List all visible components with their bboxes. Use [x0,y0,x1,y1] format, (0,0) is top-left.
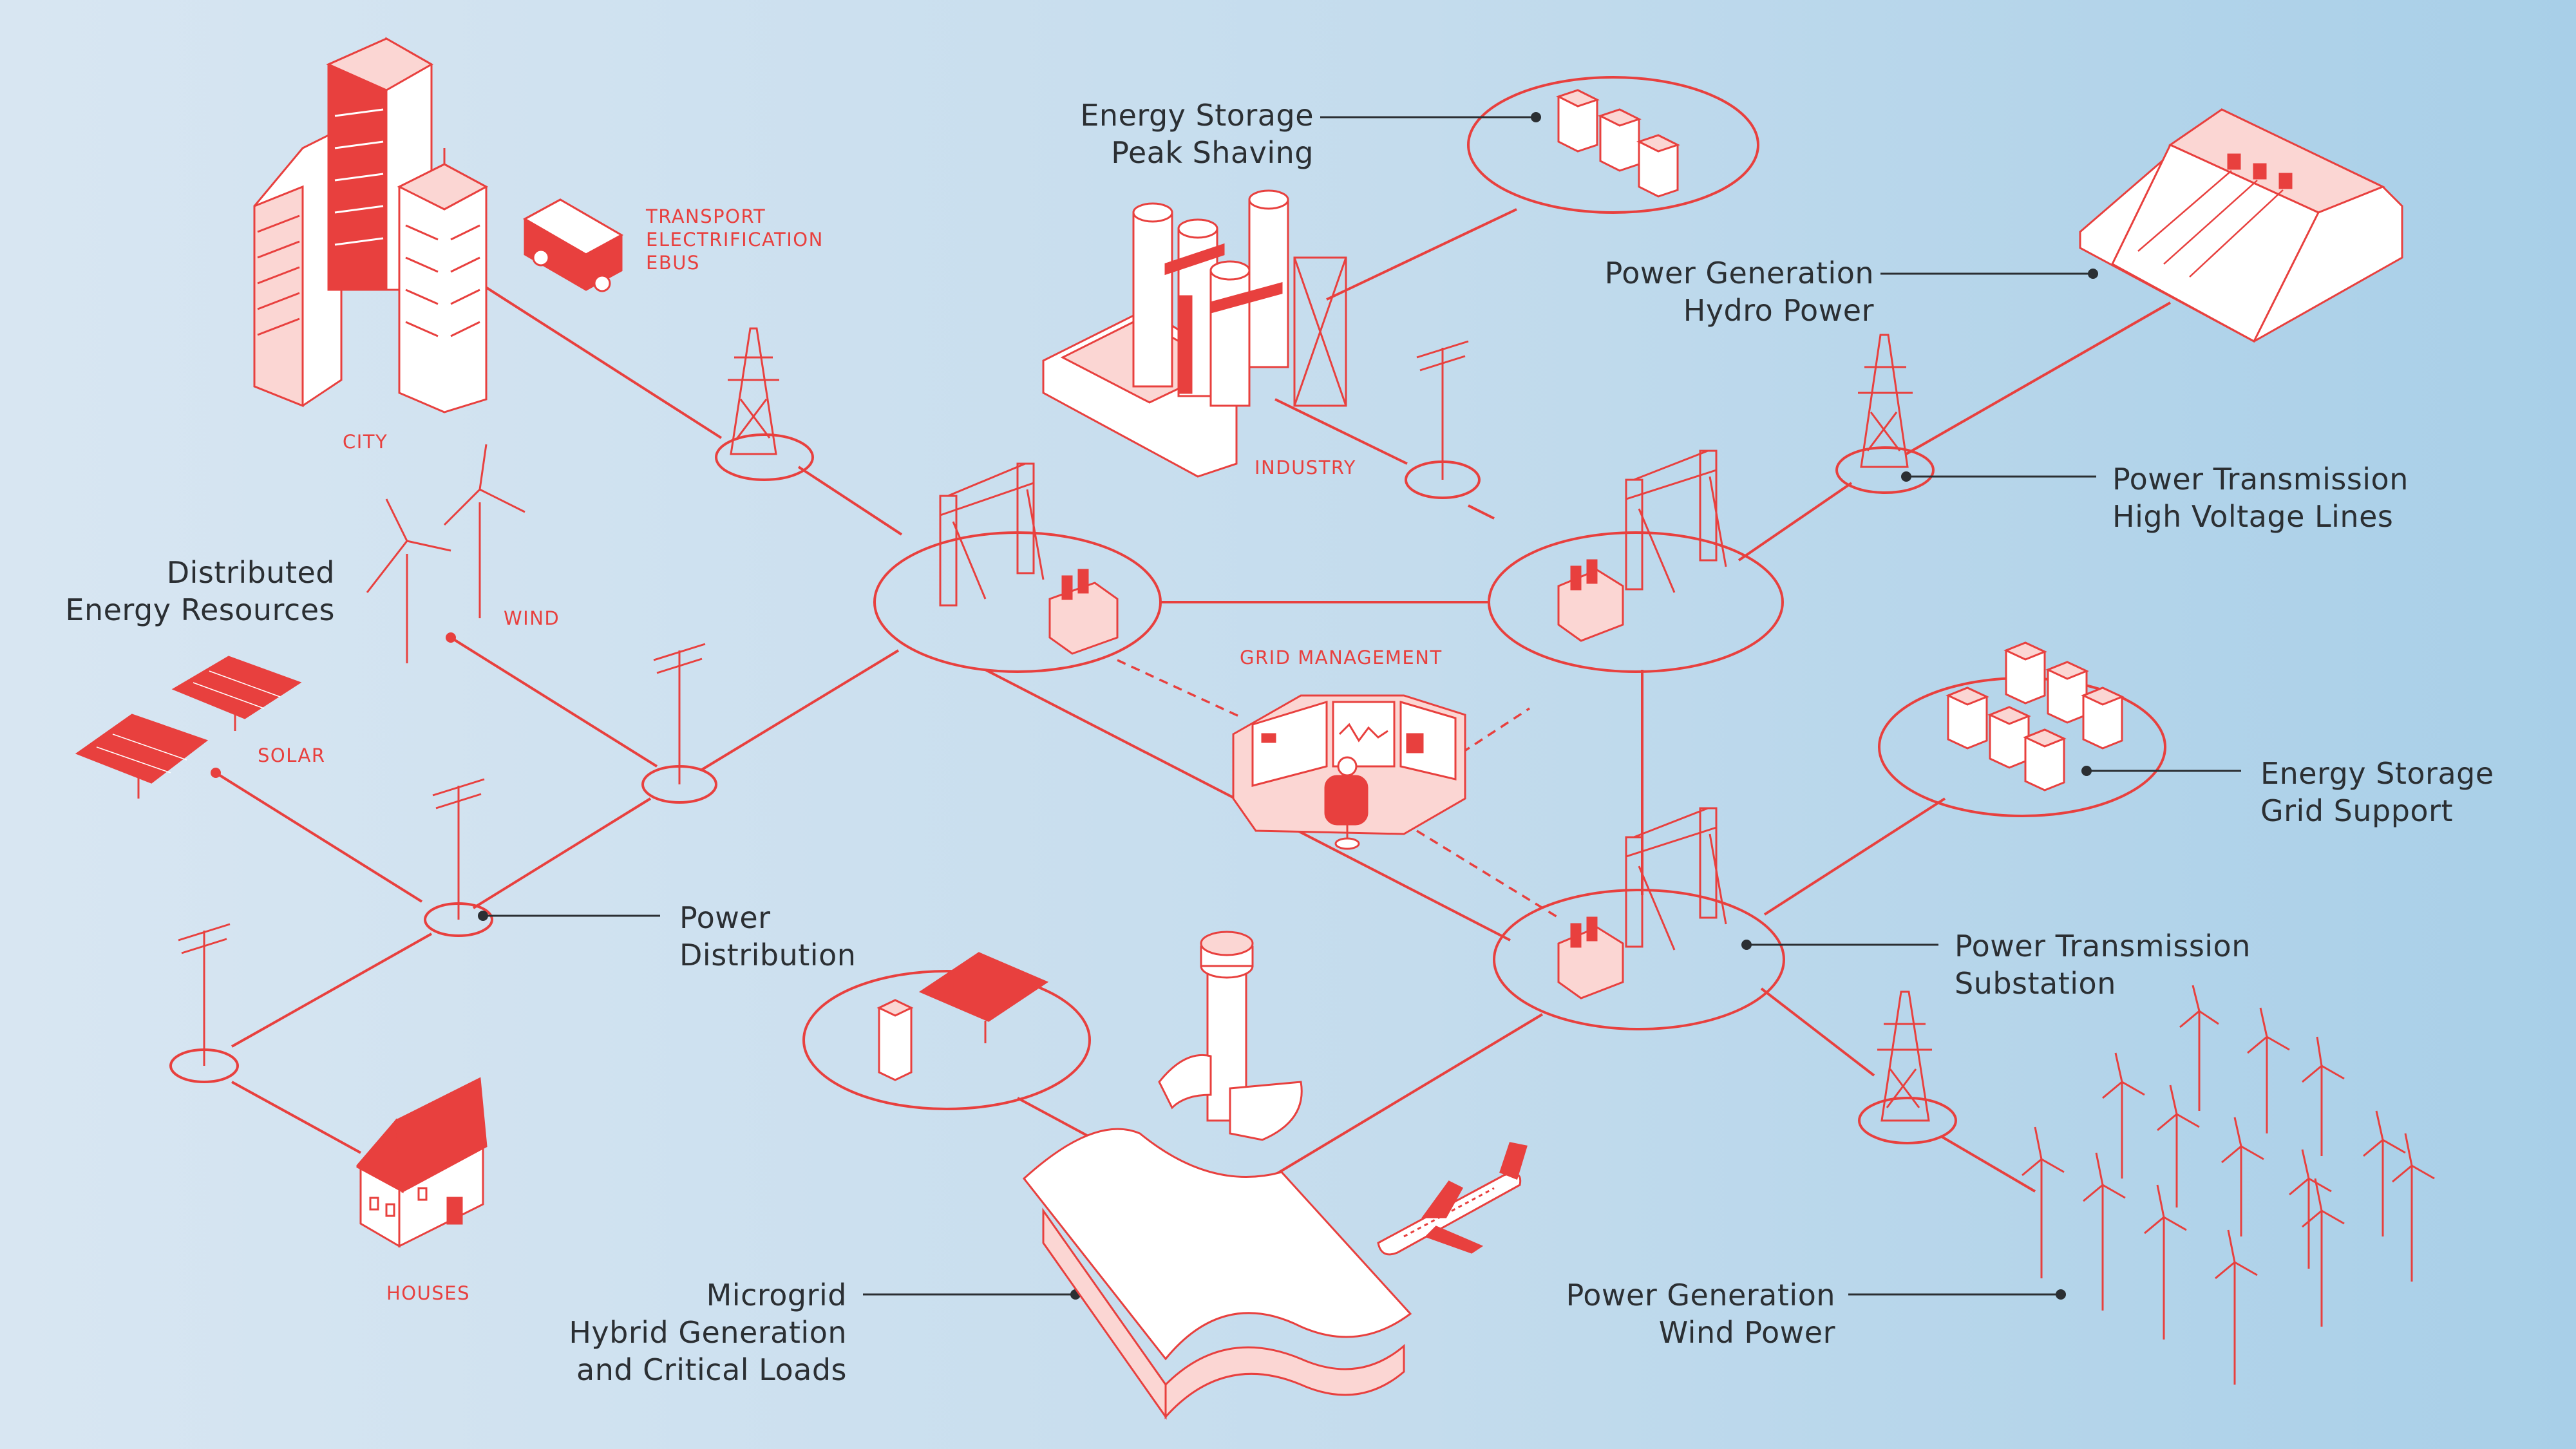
transmission-tower-wind [1877,990,1932,1122]
label-line: Wind Power [1658,1315,1835,1350]
label-line: Distributed [166,555,335,590]
energy-storage-peak-illustration [1556,89,1680,198]
tag-transport-electrification: TRANSPORT ELECTRIFICATION EBUS [646,205,824,274]
airport-terminal-illustration [1022,1128,1412,1420]
distribution-poles [178,340,1469,1066]
substation-left [939,462,1119,655]
grid-management-console [1232,694,1466,850]
energy-storage-grid-illustration [1946,641,2125,791]
tag-solar: SOLAR [258,744,326,766]
label-microgrid: Microgrid Hybrid Generation and Critical… [522,1276,847,1388]
airport-tower-illustration [1158,931,1303,1141]
label-line: Power Generation [1604,256,1874,290]
label-line: Energy Storage [2260,756,2494,791]
tag-city: CITY [343,431,388,453]
tag-houses: HOUSES [386,1282,470,1304]
industry-illustration [1042,189,1347,478]
wind-farm-illustration [2022,985,2435,1385]
electric-bus-illustration [522,198,624,292]
transmission-tower-city [728,327,779,455]
microgrid-storage-solar [876,952,1049,1081]
tag-line: TRANSPORT [646,205,766,227]
label-line: Energy Resources [65,592,335,627]
substation-bottom [1557,807,1727,999]
label-line: Power Transmission [1955,929,2251,963]
label-line: Peak Shaving [1111,135,1314,170]
label-line: Substation [1955,966,2116,1001]
label-line: Hybrid Generation [569,1315,847,1350]
tag-line: EBUS [646,252,700,274]
label-power-distribution: Power Distribution [679,899,856,974]
label-wind-power: Power Generation Wind Power [1513,1276,1835,1351]
city-buildings-illustration [253,37,489,413]
label-line: Grid Support [2260,793,2454,828]
grid-connections [211,208,2171,1193]
label-line: Distribution [679,938,857,972]
label-line: High Voltage Lines [2112,499,2394,534]
label-transmission-substation: Power Transmission Substation [1955,927,2251,1002]
tag-line: ELECTRIFICATION [646,229,824,251]
label-line: Power Transmission [2112,462,2409,497]
house-illustration [356,1077,488,1248]
label-leaders [478,112,2241,1300]
transmission-tower-hydro [1858,334,1913,468]
hydro-dam-illustration [2079,108,2403,343]
tag-grid-management: GRID MANAGEMENT [1240,647,1443,668]
label-energy-storage-grid-support: Energy Storage Grid Support [2260,755,2494,829]
label-distributed-energy-resources: Distributed Energy Resources [13,554,335,629]
label-line: Energy Storage [1080,98,1314,133]
airplane-illustration [1377,1142,1528,1256]
substation-right [1557,450,1727,642]
solar-panels-illustration [75,656,302,799]
label-hydro-power: Power Generation Hydro Power [1552,254,1874,329]
label-line: Microgrid [706,1278,847,1312]
tag-wind: WIND [504,607,560,629]
label-line: and Critical Loads [576,1352,847,1387]
label-line: Power Generation [1566,1278,1835,1312]
label-energy-storage-peak-shaving: Energy Storage Peak Shaving [992,97,1314,171]
wind-turbines-illustration [366,444,526,663]
label-line: Hydro Power [1683,293,1874,328]
tag-industry: INDUSTRY [1255,457,1356,478]
label-line: Power [679,900,771,935]
label-transmission-high-voltage: Power Transmission High Voltage Lines [2112,460,2409,535]
